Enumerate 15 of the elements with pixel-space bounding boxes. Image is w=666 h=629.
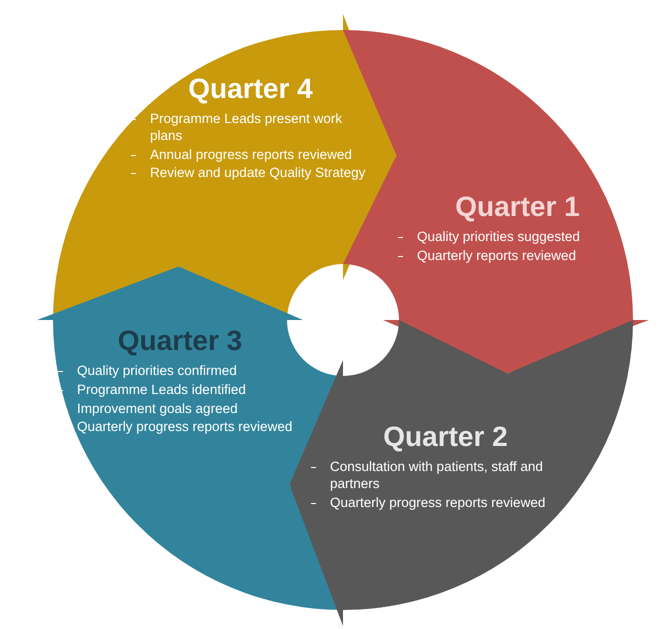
bullet-item: Programme Leads present work plans	[128, 110, 373, 145]
bullet-item: Quarterly reports reviewed	[395, 248, 640, 265]
bullet-item: Improvement goals agreed	[55, 400, 305, 418]
bullet-item: Quality priorities confirmed	[55, 362, 305, 380]
quarter-heading: Quarter 4	[187, 74, 314, 105]
bullet-item: Review and update Quality Strategy	[128, 165, 373, 182]
bullet-item: Programme Leads identified	[55, 382, 305, 399]
bullet-item: Quality priorities suggested	[395, 228, 640, 246]
bullet-item: Consultation with patients, staff and partners	[308, 458, 583, 493]
quarter-heading: Quarter 2	[382, 422, 509, 453]
quarter-heading: Quarter 3	[116, 326, 244, 357]
quarter-heading: Quarter 1	[454, 192, 581, 223]
bullet-item: Quarterly progress reports reviewed	[55, 419, 305, 436]
bullet-item: Quarterly progress reports reviewed	[308, 494, 583, 512]
bullet-item: Annual progress reports reviewed	[128, 146, 373, 164]
